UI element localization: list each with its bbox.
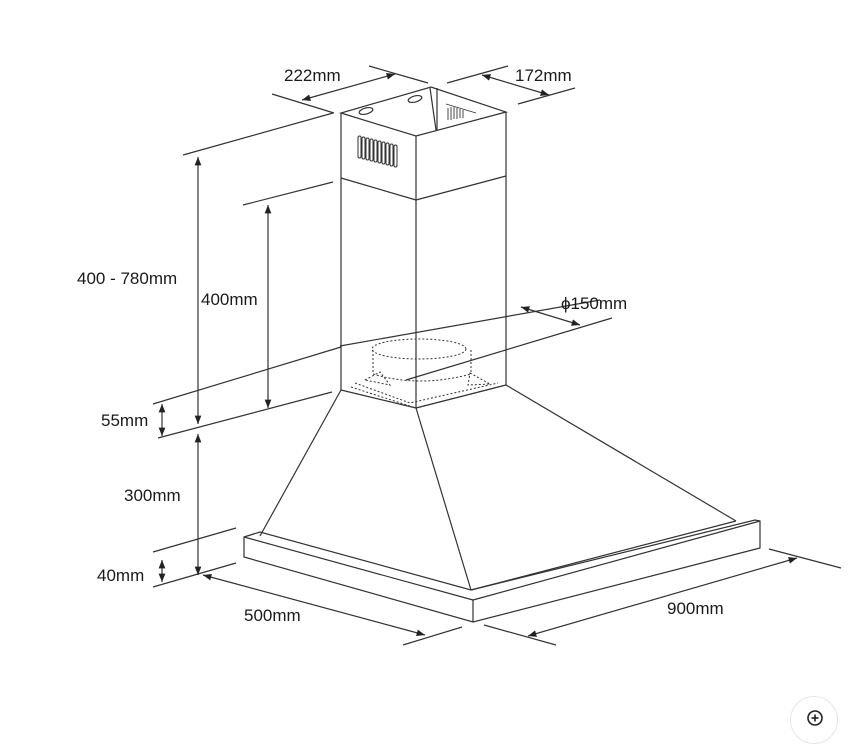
chimney-upper bbox=[338, 86, 509, 201]
label-chimney-lower: 400mm bbox=[201, 290, 258, 309]
chimney-lower bbox=[340, 176, 507, 408]
zoom-in-icon bbox=[807, 710, 823, 726]
dim-900 bbox=[527, 557, 798, 637]
label-chimney-width: 222mm bbox=[284, 66, 341, 85]
zoom-button[interactable] bbox=[790, 696, 838, 744]
label-depth: 500mm bbox=[244, 606, 301, 625]
dim-500 bbox=[202, 573, 426, 637]
hood-drawing bbox=[152, 65, 842, 646]
dim-150 bbox=[520, 306, 581, 326]
label-canopy-height: 300mm bbox=[124, 486, 181, 505]
label-duct-diameter: ϕ150mm bbox=[561, 294, 628, 313]
hood-dimension-diagram: 222mm 172mm 400 - 780mm 400mm ϕ150mm 55m… bbox=[77, 65, 842, 646]
canopy bbox=[259, 384, 737, 591]
dim-172 bbox=[446, 65, 576, 105]
label-collar-height: 55mm bbox=[101, 411, 149, 430]
label-base-height: 40mm bbox=[97, 566, 145, 585]
label-width: 900mm bbox=[667, 599, 724, 618]
dim-222 bbox=[271, 65, 429, 114]
label-chimney-height-range: 400 - 780mm bbox=[77, 269, 178, 288]
label-chimney-depth: 172mm bbox=[515, 66, 572, 85]
